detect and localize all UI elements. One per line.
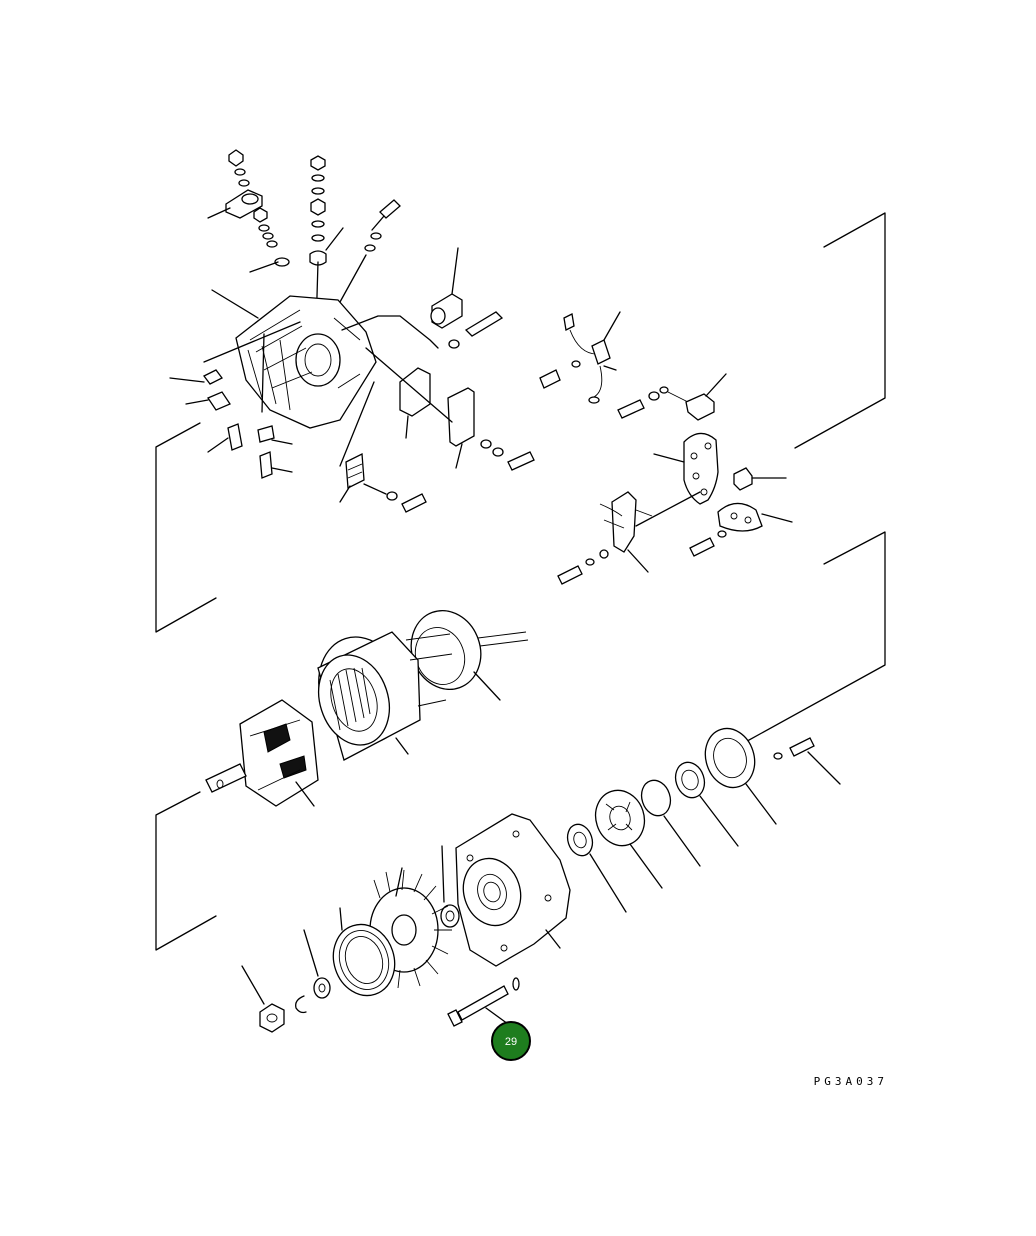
bracket-frame-left-upper [155,422,217,633]
rear-housing [211,289,377,429]
diode-holder [557,491,701,585]
regulator-bracket [365,347,535,471]
ring-connector [410,610,529,701]
bracket-frame-top-right [794,212,886,449]
callout-29-marker[interactable] [491,1021,531,1061]
o-ring [640,779,701,867]
spring-washer [295,995,307,1014]
front-housing [455,813,571,967]
end-plate [704,727,777,825]
drawing-code: PG3A037 [814,1075,888,1088]
bolt-top [339,199,401,303]
through-bolt [447,977,520,1027]
terminal-stack-center [309,155,344,331]
end-bolt-right [773,737,841,785]
bracket-frame-left-lower [155,791,217,951]
bearing-front [566,823,627,913]
callout-29[interactable]: 29 [491,1021,531,1061]
spacer [440,845,460,928]
wire-harness-upper [539,311,621,404]
nut [241,965,285,1033]
pulley [332,907,396,997]
housing-small-parts [169,321,301,479]
brush-assembly [341,247,504,349]
clip-and-bolt [339,381,427,513]
terminal-stack-left [207,149,290,273]
terminal-bolt-right [617,373,727,421]
bearing-rear [674,761,739,847]
callout-29-label[interactable]: 29 [505,1036,517,1048]
rectifier-plate [653,432,793,557]
rotor [205,699,319,807]
washer [303,929,331,999]
bearing-retainer [594,789,663,889]
bracket-frame-right-lower [739,531,886,746]
stator [317,631,453,761]
